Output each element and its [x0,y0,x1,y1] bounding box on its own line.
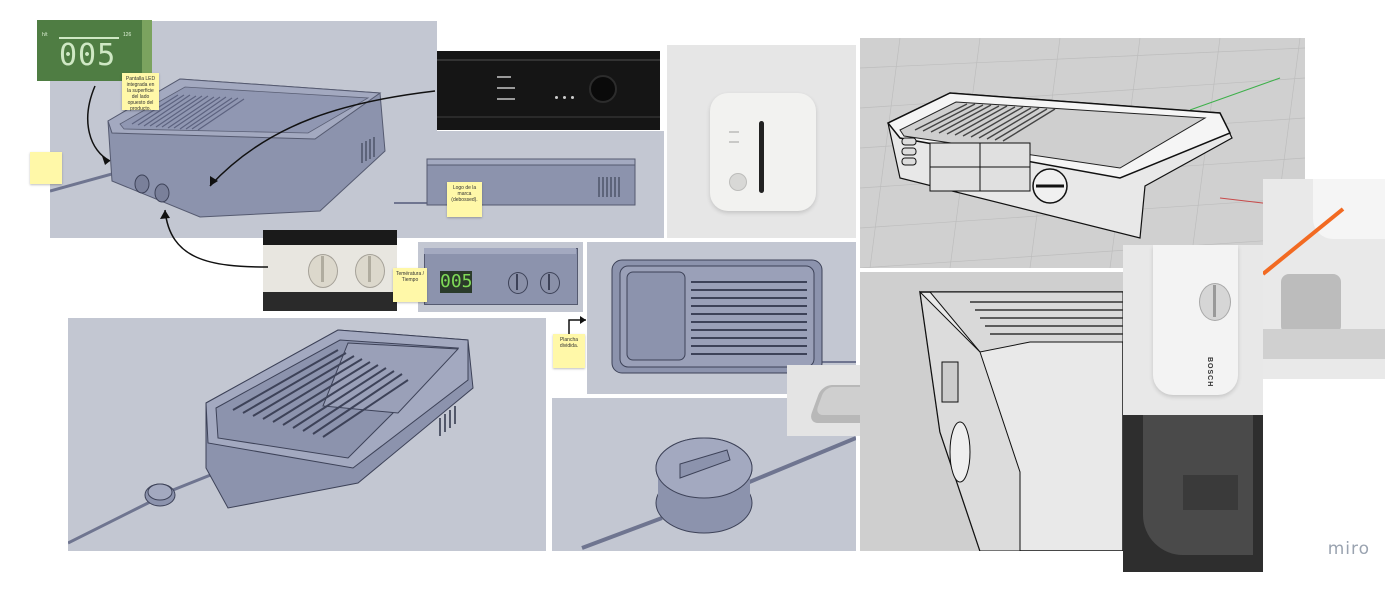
knob-icon [540,272,560,294]
render-front-panel-display[interactable]: 005 [418,242,583,312]
led-reference-value: 005 [59,38,117,73]
render-wireframe-closeup[interactable] [860,272,1123,551]
knob-icon [589,75,617,103]
render-grill-side-view[interactable] [394,131,664,238]
sticky-note-brand-logo[interactable]: Logo de la marca (debossed). [447,182,482,217]
control-panel-reference-photo[interactable] [437,51,660,130]
callout-arrow [160,209,269,268]
render-grill-large-perspective[interactable] [68,318,546,551]
bosch-brand-label: BOSCH [1206,357,1213,388]
toaster-reference-photo[interactable] [667,45,856,238]
bosch-appliance-reference-photo[interactable]: BOSCH [1123,245,1263,415]
render-grill-top-perspective[interactable] [50,21,437,238]
knobs-reference-photo[interactable] [263,230,397,311]
side-view-display-value: 005 [440,271,473,293]
cable-reference-photo[interactable] [1263,179,1385,379]
cable-icon [1263,207,1385,359]
led-reference-left-label: h/t [42,32,48,38]
sticky-note-temperature-time[interactable]: Temératura / Tiempo [393,268,427,302]
appliance-base-reference-photo[interactable] [1123,415,1263,572]
sticky-note-empty[interactable] [30,152,62,184]
callout-arrow [568,316,586,337]
miro-watermark: miro [1327,539,1370,559]
sticky-note-split-plate[interactable]: Plancha dividida. [553,334,585,368]
led-display-reference-photo[interactable]: h/t 126 005 [37,20,152,81]
sticky-note-led-display[interactable]: Pantalla LED integrada en la superficie … [122,73,159,112]
led-reference-right-label: 126 [123,32,132,38]
knob-icon [508,272,528,294]
render-wireframe-perspective[interactable] [860,38,1305,268]
